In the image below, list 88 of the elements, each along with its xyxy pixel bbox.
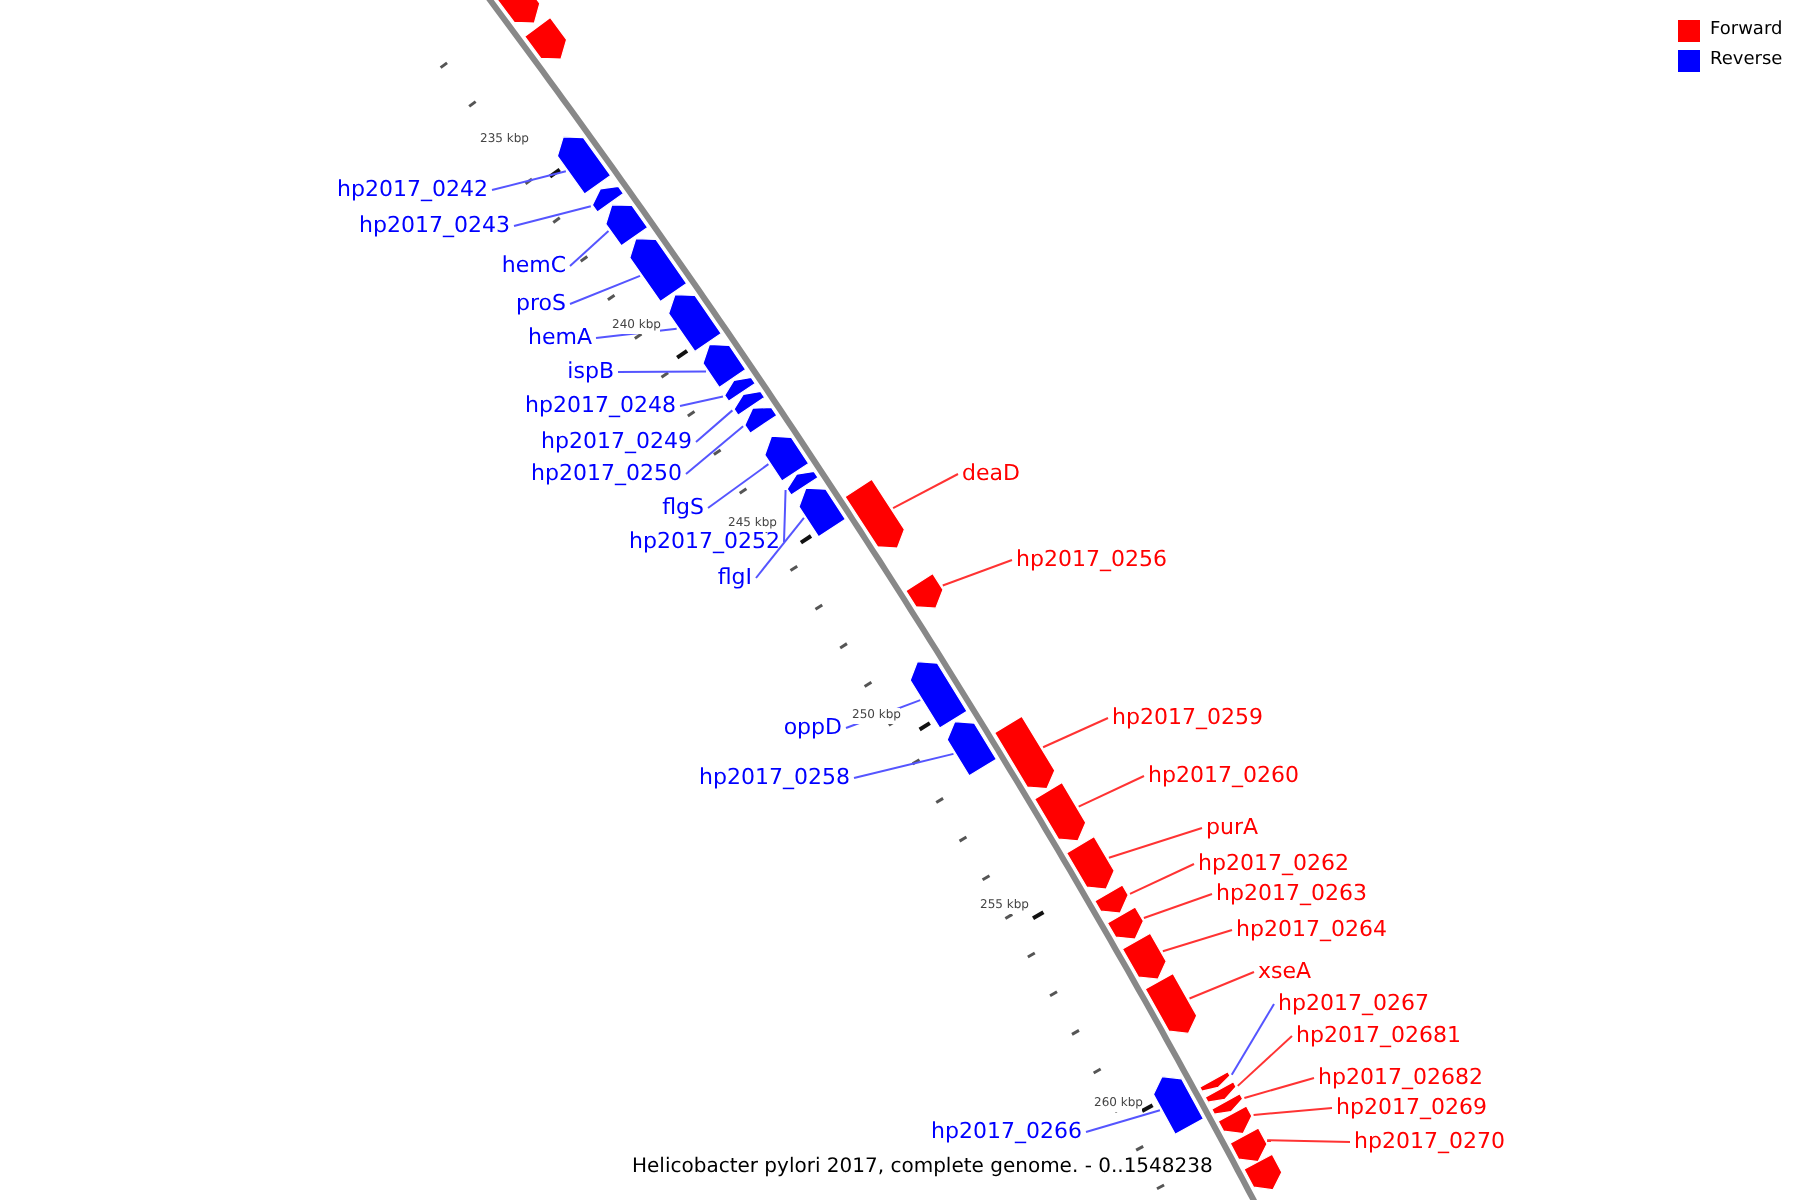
leader-line <box>1188 971 1255 1000</box>
leader-line <box>1230 1003 1275 1076</box>
gene-label: hp2017_0269 <box>1336 1094 1487 1122</box>
gene-label: hp2017_0270 <box>1354 1128 1505 1156</box>
gene-label: hp2017_0263 <box>1216 880 1367 908</box>
gene-block <box>1217 1105 1253 1135</box>
gene-block <box>1093 884 1129 914</box>
leader-line <box>569 230 610 267</box>
gene-block <box>1144 972 1198 1035</box>
leader-line <box>491 170 567 191</box>
gene-label: hp2017_0242 <box>337 176 488 204</box>
leader-line <box>707 463 770 509</box>
leader-line <box>1243 1077 1315 1099</box>
leader-line <box>513 205 592 227</box>
gene-block <box>786 470 819 496</box>
gene-block <box>993 715 1056 790</box>
leader-line <box>695 409 734 443</box>
gene-label: hemC <box>501 252 566 280</box>
gene-block <box>591 185 625 213</box>
leader-line <box>617 370 708 373</box>
gene-label: hp2017_0259 <box>1112 704 1263 732</box>
leader-line <box>1252 1107 1333 1116</box>
gene-label: hp2017_0243 <box>359 212 510 240</box>
gene-block <box>909 660 968 729</box>
gene-label: xseA <box>1258 958 1312 986</box>
leader-line <box>685 425 745 475</box>
gene-block <box>904 572 944 609</box>
leader-line <box>755 516 805 579</box>
gene-block <box>798 487 847 538</box>
gene-label: hp2017_0266 <box>931 1118 1082 1146</box>
gene-label: deaD <box>962 460 1020 488</box>
gene-block <box>629 238 688 303</box>
gene-block <box>1106 906 1145 940</box>
leader-line <box>1129 863 1195 895</box>
gene-label: hp2017_0252 <box>629 528 780 556</box>
leader-line <box>1142 893 1213 920</box>
legend-label: Reverse <box>1710 50 1783 72</box>
gene-block <box>723 376 757 403</box>
gene-label: hp2017_0258 <box>699 764 850 792</box>
gene-block <box>1121 932 1167 980</box>
gene-block <box>1229 1127 1268 1163</box>
gene-block <box>1204 1080 1237 1103</box>
gene-block <box>556 136 612 195</box>
gene-label: purA <box>1206 814 1259 842</box>
gene-label: hemA <box>528 324 592 352</box>
leader-line <box>1042 717 1109 749</box>
legend-label: Forward <box>1710 20 1783 42</box>
gene-block <box>605 204 649 247</box>
leader-line <box>853 752 955 779</box>
gene-block <box>946 720 998 777</box>
gene-block <box>1199 1071 1231 1092</box>
gene-block <box>1243 1153 1283 1191</box>
gene-label: hp2017_0248 <box>525 392 676 420</box>
gene-label: hp2017_0256 <box>1016 546 1167 574</box>
gene-label: hp2017_02681 <box>1296 1022 1461 1050</box>
leader-line <box>1107 827 1203 859</box>
leader-line <box>569 274 641 305</box>
gene-label: hp2017_0250 <box>531 460 682 488</box>
gene-label: hp2017_0260 <box>1148 762 1299 790</box>
gene-block <box>744 406 778 435</box>
gene-label: oppD <box>783 714 842 742</box>
leader-line <box>679 395 724 407</box>
gene-block <box>733 390 766 417</box>
gene-block <box>1065 835 1115 890</box>
leader-line <box>1161 929 1233 953</box>
gene-label: hp2017_0264 <box>1236 916 1387 944</box>
gene-block <box>523 16 568 60</box>
leader-line <box>1236 1035 1293 1087</box>
leader-line <box>1085 1109 1161 1133</box>
gene-block <box>844 478 906 549</box>
gene-label: proS <box>516 290 566 318</box>
caption: Helicobacter pylori 2017, complete genome. - 0..1548238 <box>632 1156 1213 1178</box>
gene-label: ispB <box>567 358 614 386</box>
leader-line <box>1077 775 1145 808</box>
gene-block <box>667 294 723 353</box>
gene-block <box>1033 781 1087 842</box>
gene-label: hp2017_0249 <box>541 428 692 456</box>
leader-line <box>941 559 1013 587</box>
gene-block <box>1211 1093 1244 1115</box>
gene-label: hp2017_02682 <box>1318 1064 1483 1092</box>
gene-label: flgI <box>717 564 752 592</box>
leader-line <box>783 489 787 543</box>
leader-line <box>892 473 959 510</box>
gene-label: hp2017_0262 <box>1198 850 1349 878</box>
gene-label: hp2017_0267 <box>1278 990 1429 1018</box>
leader-line <box>1266 1139 1351 1143</box>
gene-block <box>1152 1075 1205 1135</box>
gene-label: flgS <box>662 494 704 522</box>
